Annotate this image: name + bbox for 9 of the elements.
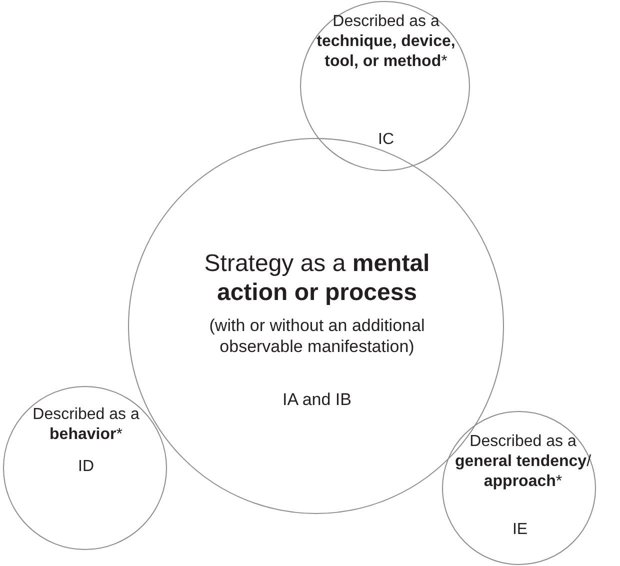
circle-text: (with or without an additional observable manifestation) <box>208 315 426 357</box>
code-label: ID <box>77 457 95 477</box>
circle-text: Described as a behavior* <box>32 405 140 445</box>
code-label: IA and IB <box>282 389 352 410</box>
circle-text: Described as a technique, device, tool, or method* <box>316 12 456 72</box>
circle-text: Strategy as a mental action or process <box>203 249 431 307</box>
code-label: IE <box>511 520 529 540</box>
circle-text: Described as a general tendency/ approach* <box>454 432 592 492</box>
code-label: IC <box>377 130 395 150</box>
